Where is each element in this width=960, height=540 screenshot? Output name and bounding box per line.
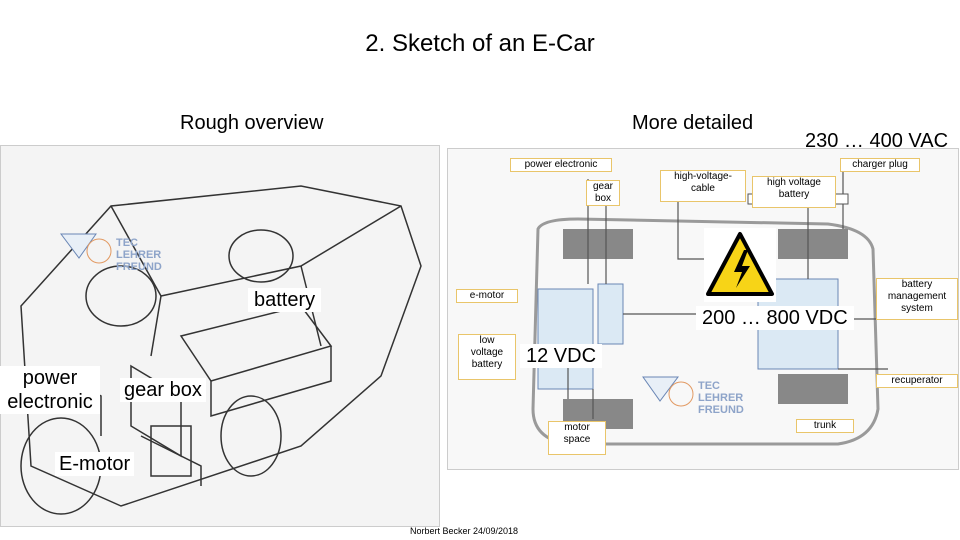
label-lv-battery-line2: voltage (470, 347, 504, 358)
label-recuperator: recuperator (876, 374, 958, 388)
label-hv-battery-line1: high voltage (767, 177, 821, 188)
label-battery: battery (248, 288, 322, 312)
label-gear-box: gear box (120, 378, 206, 402)
label-hv-battery-line2: battery (778, 189, 810, 200)
label-hv-battery: high voltage battery (752, 176, 836, 208)
label-bms-line3: system (901, 303, 933, 314)
label-charger-plug: charger plug (840, 158, 920, 172)
watermark-logo-right (642, 376, 694, 407)
label-e-motor-right: e-motor (456, 289, 518, 303)
voltage-12vdc-label: 12 VDC (520, 344, 603, 368)
label-bms-line1: battery (901, 279, 933, 290)
label-bms-line2: management (887, 291, 947, 302)
voltage-hvdc-label: 200 … 800 VDC (696, 306, 854, 330)
label-power-electronic-line2: electronic (7, 391, 93, 413)
label-hv-cable: high-voltage- cable (660, 170, 746, 202)
label-motor-space-line2: space (563, 434, 591, 445)
label-motor-space-line1: motor (564, 422, 590, 433)
high-voltage-warning-icon (704, 228, 776, 302)
power-electronic-block (597, 283, 624, 345)
watermark-text-left-3: FREUND (116, 261, 162, 273)
footer-author-date: Norbert Becker 24/09/2018 (410, 526, 519, 536)
label-power-electronic-right: power electronic (510, 158, 612, 172)
label-power-electronic-line1: power (22, 367, 78, 389)
rear-axle-bottom (778, 374, 848, 404)
label-bms: battery management system (876, 278, 958, 320)
label-gear-box-right-line2: box (594, 193, 612, 204)
watermark-logo-left (60, 233, 112, 264)
label-power-electronic: power electronic (0, 366, 100, 414)
label-gear-box-right-line1: gear (592, 181, 613, 192)
label-lv-battery-line1: low (479, 335, 495, 346)
slide-title: 2. Sketch of an E-Car (365, 30, 595, 57)
watermark-text-left-2: LEHRER (116, 249, 161, 261)
label-motor-space: motor space (548, 421, 606, 455)
more-detailed-header: More detailed (632, 112, 754, 134)
e-motor-block (537, 288, 594, 390)
voltage-ac-label: 230 … 400 VAC (805, 130, 949, 152)
watermark-text-left-1: TEC (116, 237, 138, 249)
label-hv-cable-line2: cable (691, 183, 715, 194)
label-e-motor: E-motor (55, 452, 135, 476)
watermark-text-right-3: FREUND (698, 404, 744, 416)
label-gear-box-right: gear box (586, 180, 620, 206)
rear-axle-top (778, 229, 848, 259)
watermark-text-right-1: TEC (698, 380, 720, 392)
front-axle-top (563, 229, 633, 259)
watermark-text-right-2: LEHRER (698, 392, 743, 404)
label-hv-cable-line1: high-voltage- (674, 171, 732, 182)
label-lv-battery: low voltage battery (458, 334, 516, 380)
label-lv-battery-line3: battery (471, 359, 503, 370)
rough-overview-header: Rough overview (180, 112, 324, 134)
label-trunk: trunk (796, 419, 854, 433)
